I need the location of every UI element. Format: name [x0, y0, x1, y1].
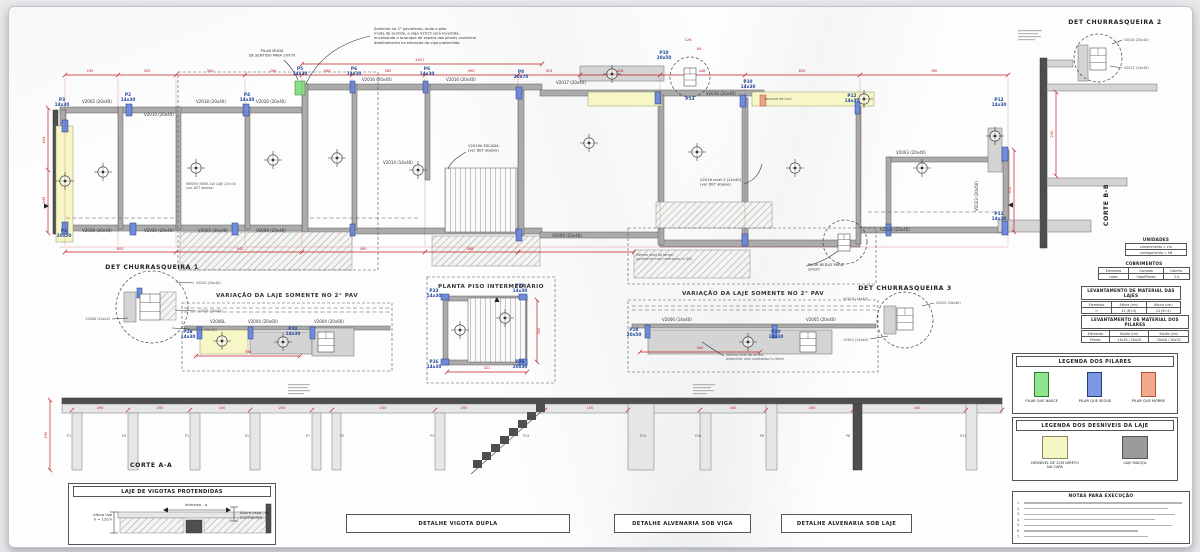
legend-label: PILAR QUE NASCE [1025, 399, 1058, 403]
nota-line: 4. [1017, 518, 1185, 522]
table-cell: carregamento = kN [1125, 249, 1187, 256]
nota-text-bar [1024, 535, 1149, 538]
legend-item: PILAR QUE SEGUE [1068, 372, 1121, 403]
detalhe-vigota-dupla-box: DETALHE VIGOTA DUPLA [346, 514, 570, 533]
nota-text-bar [1024, 513, 1176, 515]
legend-swatch [1122, 436, 1148, 459]
table-cell: Lajes [1098, 273, 1129, 280]
nota-line: 3. [1017, 512, 1185, 516]
table-cell: 20x50 / 20x70 [1148, 336, 1189, 343]
legend-swatch [1087, 372, 1103, 397]
legend-items: PILAR QUE NASCE PILAR QUE SEGUE PILAR QUE … [1013, 369, 1177, 405]
nota-text-bar [1024, 519, 1156, 521]
notas-execucao-panel: NOTAS PARA EXECUÇÃO 1.2.3.4.5.6.7. [1012, 491, 1190, 544]
legend-swatch [1042, 436, 1068, 459]
nota-number: 1. [1017, 501, 1020, 505]
nota-number: 6. [1017, 528, 1020, 533]
legend-label: LAJE MACIÇA [1123, 461, 1147, 465]
table-levantamento-pilares: LEVANTAMENTO DE MATERIAL DOS PILARES Ele… [1081, 315, 1189, 343]
legend-items: DESNÍVEL DE 2CM DIRETO NA CAPA LAJE MACIÇ… [1013, 433, 1177, 472]
legend-item: DESNÍVEL DE 2CM DIRETO NA CAPA [1015, 436, 1095, 470]
nota-number: 4. [1017, 517, 1020, 522]
table-title: LEVANTAMENTO DE MATERIAL DOS PILARES [1081, 315, 1189, 329]
nota-number: 3. [1017, 512, 1020, 517]
nota-line: 7. [1017, 535, 1185, 539]
nota-line: 2. [1017, 507, 1185, 511]
nota-number: 7. [1017, 534, 1020, 539]
table-title: COBRIMENTOS [1125, 261, 1163, 266]
legend-item: PILAR QUE NASCE [1015, 372, 1068, 403]
legend-swatch [1140, 372, 1156, 397]
nota-line: 5. [1017, 523, 1185, 527]
table-levantamento-lajes: LEVANTAMENTO DE MATERIAL DAS LAJES Eleme… [1080, 286, 1181, 314]
legend-label: DESNÍVEL DE 2CM DIRETO NA CAPA [1031, 461, 1079, 470]
table-cell: 12 (8+4) [1145, 307, 1181, 314]
nota-number: 5. [1017, 523, 1020, 528]
detalhe-alvenaria-sob-laje-box: DETALHE ALVENARIA SOB LAJE [781, 514, 912, 533]
nota-text-bar [1024, 530, 1139, 532]
table-cell: 12 (8+4) [1111, 307, 1147, 314]
legend-label: PILAR QUE MORRE [1131, 399, 1166, 403]
legend-label: PILAR QUE SEGUE [1078, 399, 1112, 403]
table-cell: 14x30 / 20x20 [1108, 336, 1150, 343]
legend-item: LAJE MACIÇA [1095, 436, 1175, 465]
laje-vigotas-panel: LAJE DE VIGOTAS PROTENDIDAS [68, 483, 276, 545]
table-title: LEVANTAMENTO DE MATERIAL DAS LAJES [1081, 286, 1181, 300]
nota-number: 2. [1017, 506, 1020, 511]
legend-item: PILAR QUE MORRE [1122, 372, 1175, 403]
nota-line: 1. [1017, 501, 1185, 505]
nota-text-bar [1024, 507, 1169, 510]
legend-swatch [1034, 372, 1050, 397]
nota-text-bar [1024, 502, 1182, 504]
table-cell: h [1080, 307, 1113, 314]
notas-title: NOTAS PARA EXECUÇÃO [1068, 494, 1134, 499]
table-cell: Pilares [1081, 336, 1110, 343]
laje-vigotas-title: LAJE DE VIGOTAS PROTENDIDAS [73, 486, 271, 497]
legend-desniveis-panel: LEGENDA DOS DESNÍVEIS DA LAJE DESNÍVEL D… [1012, 417, 1178, 481]
table-cell: Viga/Pilares [1127, 273, 1165, 280]
table-cell: 3.0 [1163, 273, 1190, 280]
detalhe-alvenaria-sob-viga-box: DETALHE ALVENARIA SOB VIGA [614, 514, 751, 533]
legend-title: LEGENDA DOS DESNÍVEIS DA LAJE [1016, 420, 1174, 431]
legend-title: LEGENDA DOS PILARES [1016, 356, 1174, 367]
nota-text-bar [1024, 524, 1172, 527]
nota-line: 6. [1017, 529, 1185, 533]
table-title: UNIDADES [1142, 237, 1170, 242]
notas-lines: 1.2.3.4.5.6.7. [1016, 501, 1186, 539]
